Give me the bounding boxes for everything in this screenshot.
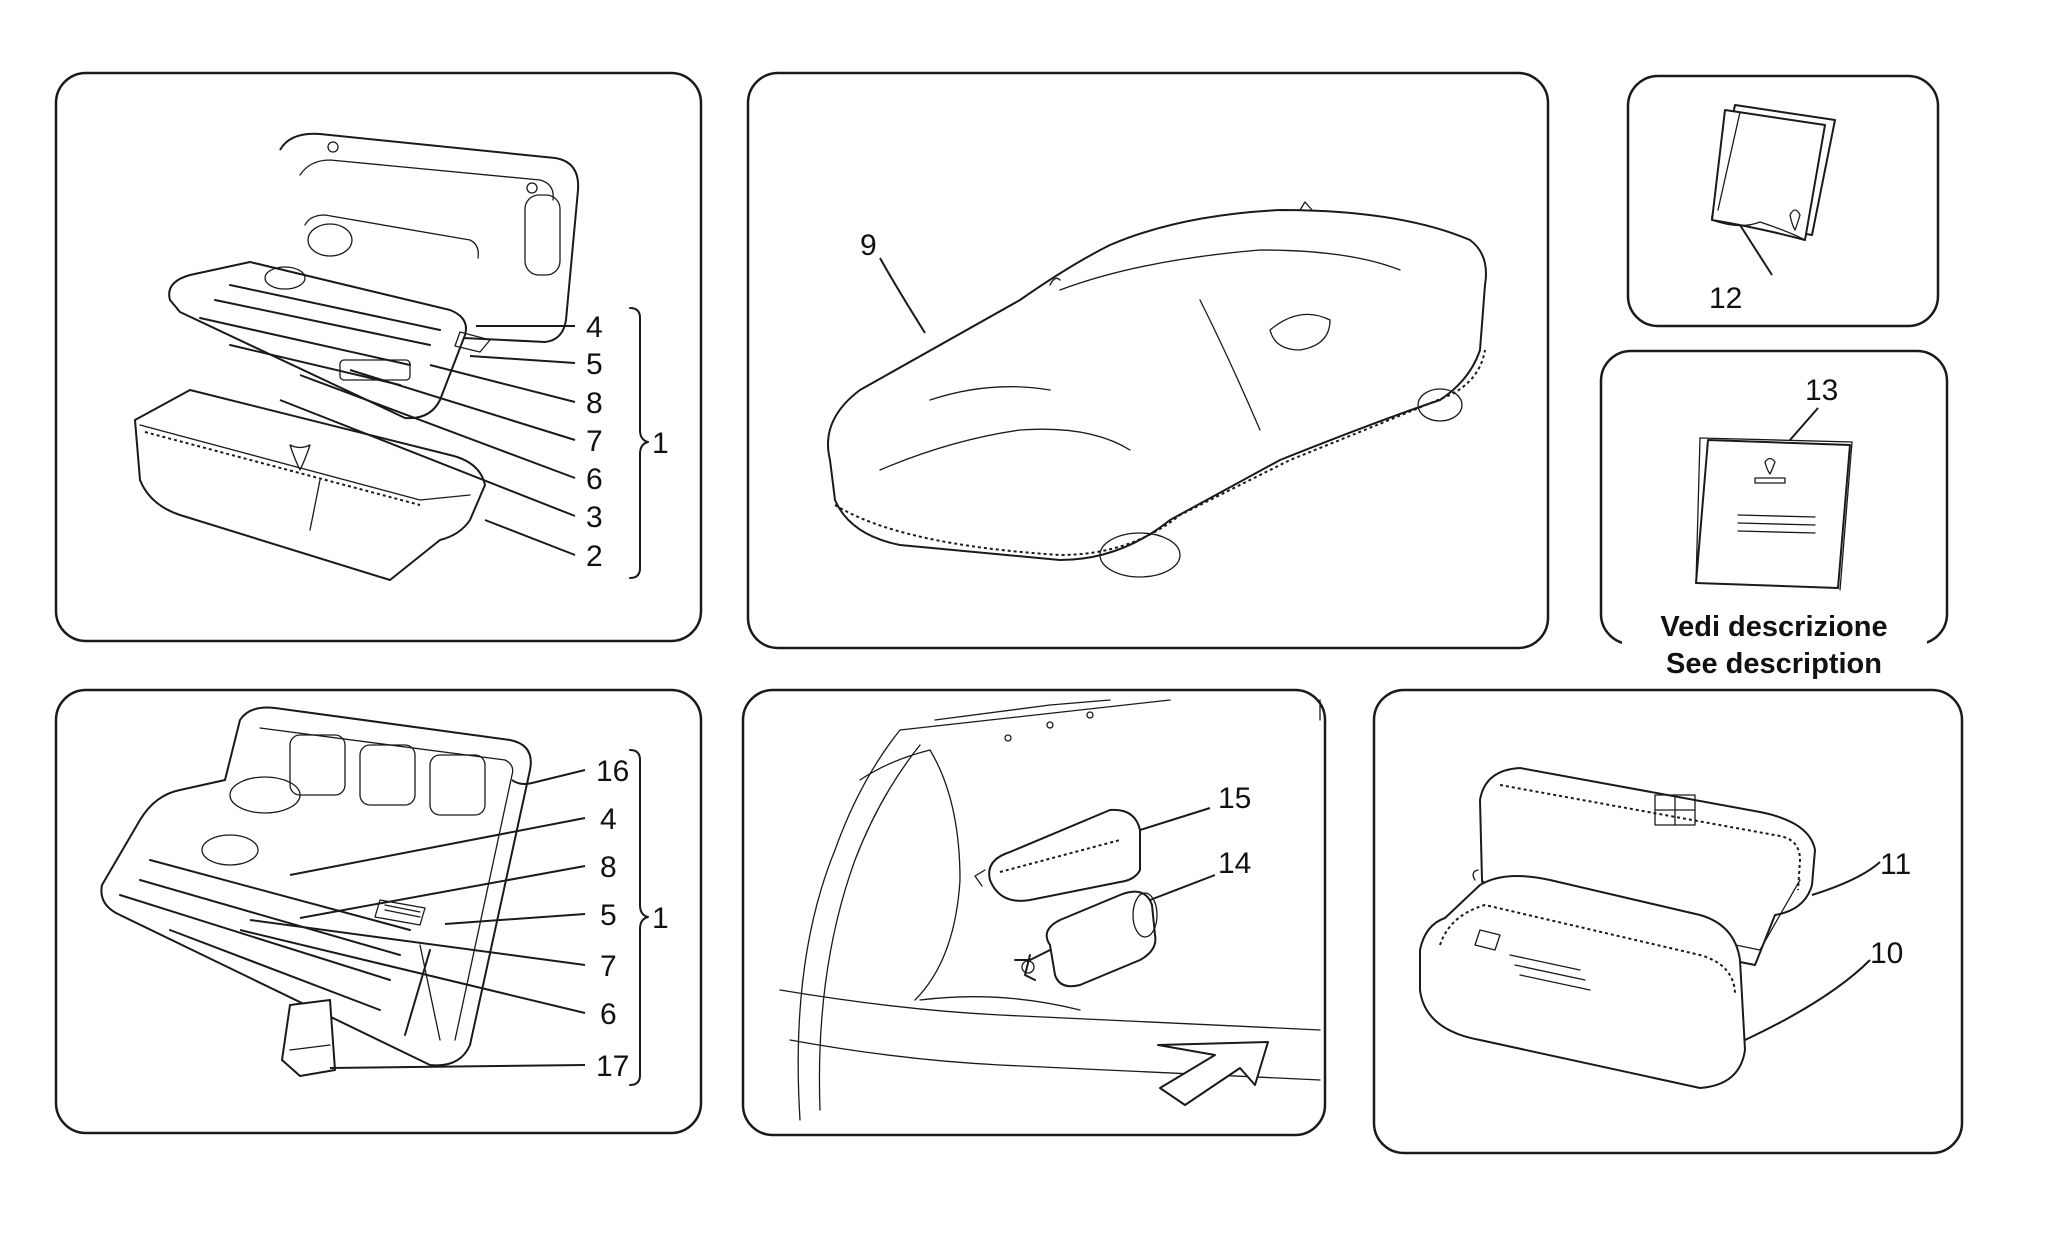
callout-8: 8 <box>600 851 617 884</box>
callout-16: 16 <box>596 755 629 788</box>
car-cover-icon <box>827 201 1487 578</box>
tool-tray-detail-icon <box>100 706 532 1067</box>
callout-4: 4 <box>586 311 603 344</box>
callout-12: 12 <box>1709 282 1742 315</box>
arrow-icon <box>1157 1041 1269 1106</box>
callout-8: 8 <box>586 387 603 420</box>
callout-3: 3 <box>586 501 603 534</box>
callout-7: 7 <box>600 950 617 983</box>
callout-11: 11 <box>1880 848 1911 881</box>
panel-tool-kit: 4 5 8 7 6 3 2 1 <box>54 71 703 643</box>
tool-pouch-icon <box>134 389 486 581</box>
emergency-pouch-icon <box>974 808 1141 902</box>
panel-manual: 13 Vedi descrizione See description <box>1599 349 1949 680</box>
callout-6: 6 <box>600 998 617 1031</box>
callout-17: 17 <box>596 1050 629 1083</box>
callout-group-1: 1 <box>652 427 669 460</box>
tool-tray-icon <box>168 132 580 420</box>
callout-9: 9 <box>860 229 877 262</box>
note-line1: Vedi descrizione <box>1660 611 1887 643</box>
callout-15: 15 <box>1218 782 1251 815</box>
cover-pouch-icon <box>1419 869 1746 1089</box>
callout-6: 6 <box>586 463 603 496</box>
manual-icon <box>1695 437 1853 591</box>
panel-cover-bags: 11 10 <box>1372 688 1964 1155</box>
fire-extinguisher-icon <box>1014 890 1158 988</box>
callout-10: 10 <box>1870 937 1903 970</box>
jack-handle-icon <box>281 999 336 1077</box>
callout-5: 5 <box>600 899 617 932</box>
note-line2: See description <box>1666 648 1882 680</box>
panel-booklet: 12 <box>1626 74 1940 328</box>
trunk-icon <box>779 699 1321 1121</box>
callout-13: 13 <box>1805 374 1838 407</box>
panel-tool-tray: 16 4 8 5 7 6 17 1 <box>54 688 703 1135</box>
callout-5: 5 <box>586 348 603 381</box>
booklet-icon <box>1711 104 1836 241</box>
callout-2: 2 <box>586 540 603 573</box>
panel-trunk: 15 14 <box>741 688 1327 1137</box>
callout-7: 7 <box>586 425 603 458</box>
panel-car-cover: 9 <box>746 71 1550 650</box>
callout-4: 4 <box>600 803 617 836</box>
callout-14: 14 <box>1218 847 1251 880</box>
callout-group-1: 1 <box>652 902 669 935</box>
